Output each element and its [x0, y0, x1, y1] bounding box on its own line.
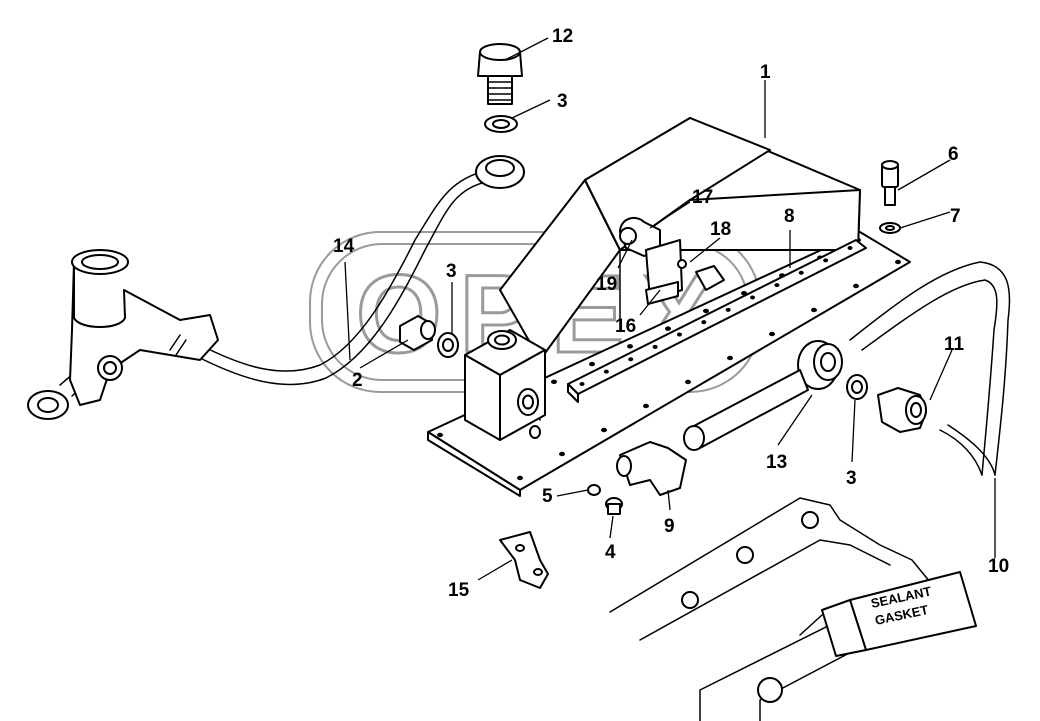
o-ring [587, 484, 601, 496]
bolt-hole [551, 379, 557, 385]
callout-5: 5 [542, 486, 553, 507]
callout-7: 7 [950, 206, 961, 227]
callout-18: 18 [710, 219, 731, 240]
callout-16: 16 [615, 316, 636, 337]
reducer-adapter [797, 340, 843, 390]
callout-17: 17 [692, 187, 713, 208]
strip-hole [774, 283, 780, 288]
callout-11: 11 [944, 334, 965, 355]
return-hose [849, 261, 1011, 476]
callout-9: 9 [664, 516, 675, 537]
callout-19: 19 [596, 274, 617, 295]
strip-hole [628, 357, 634, 362]
leader-lines [344, 37, 996, 581]
callout-10: 10 [988, 556, 1009, 577]
sump-housing [499, 117, 861, 421]
bolt-hole [589, 361, 595, 367]
bolt-hole [769, 331, 775, 337]
pump-manifold [69, 249, 219, 406]
callout-4: 4 [605, 542, 616, 563]
bolt-hole [627, 344, 633, 349]
bolt-hole [601, 427, 607, 433]
strip-hole [823, 258, 829, 263]
bolt-hole [517, 475, 523, 481]
bolt-hole [727, 355, 733, 361]
sealing-washer-mid [437, 332, 459, 358]
strip-hole [750, 295, 756, 300]
pipe-clamp [619, 216, 725, 305]
sealant-tube: SEALANT GASKET [799, 571, 977, 657]
callout-14: 14 [333, 236, 355, 257]
connecting-tube [683, 369, 809, 451]
elbow-fitting [616, 441, 687, 496]
strip-hole [676, 332, 682, 337]
callout-2: 2 [352, 370, 363, 391]
strip-hole [701, 320, 707, 325]
callout-3-mid: 3 [446, 261, 457, 282]
banjo-fitting [475, 155, 525, 189]
cap-screw [881, 160, 899, 206]
strip-hole [603, 369, 609, 374]
bolt-hole [703, 308, 709, 314]
compression-fitting [877, 387, 927, 433]
callouts: 12 3 1 6 7 8 17 18 19 16 14 3 2 11 13 3 … [333, 26, 1009, 601]
bolt-hole [895, 259, 901, 265]
callout-3-right: 3 [846, 468, 857, 489]
banjo-bolt [477, 43, 523, 105]
washer [879, 222, 901, 234]
sealing-washer-top [484, 115, 518, 133]
bolt-hole [811, 307, 817, 313]
bolt-hole [685, 379, 691, 385]
mounting-bracket [499, 531, 549, 589]
bolt-hole [437, 432, 443, 438]
strip-hole [579, 382, 585, 386]
gasket-strip [567, 239, 867, 403]
set-screw [605, 497, 623, 515]
bolt-hole [665, 326, 671, 331]
callout-13: 13 [766, 452, 787, 473]
callout-12: 12 [552, 26, 573, 47]
valve-block [464, 329, 546, 441]
strip-hole [847, 246, 853, 250]
oil-pipe [27, 167, 501, 420]
bolt-hole [643, 403, 649, 409]
plug-fitting [399, 315, 436, 351]
strip-hole [652, 344, 658, 349]
bolt-hole [853, 283, 859, 289]
callout-1: 1 [760, 62, 771, 83]
strip-hole [798, 270, 804, 275]
strip-hole [725, 307, 731, 312]
callout-8: 8 [784, 206, 795, 227]
callout-3-top: 3 [557, 91, 568, 112]
callout-6: 6 [948, 144, 959, 165]
bolt-hole [559, 451, 565, 457]
sealing-washer-right [846, 374, 868, 400]
callout-15: 15 [448, 580, 470, 601]
